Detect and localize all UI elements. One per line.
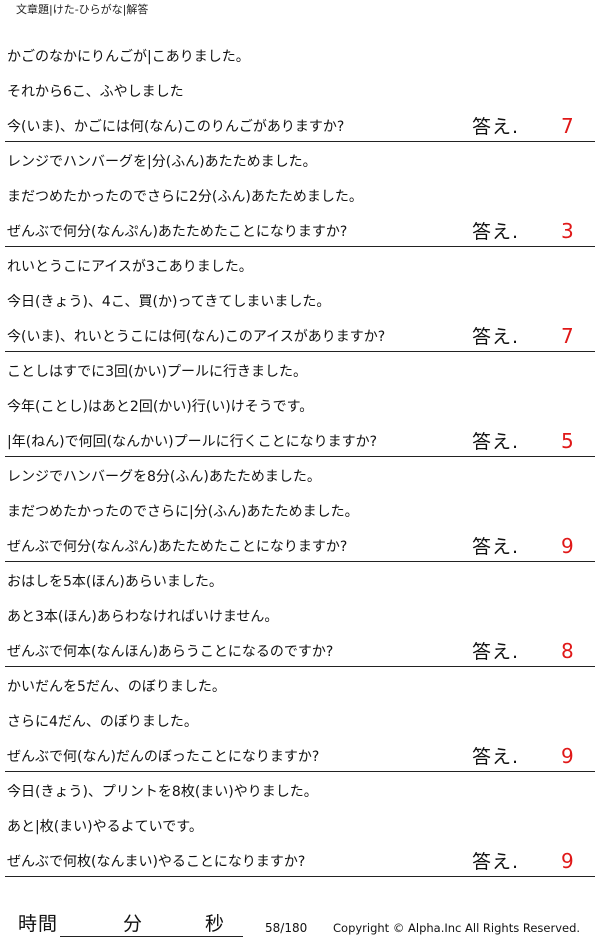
answer-value: 5 xyxy=(561,429,574,453)
divider xyxy=(5,561,595,562)
problem-question: ぜんぶで何枚(なんまい)やることになりますか? xyxy=(7,854,306,870)
problem-line: レンジでハンバーグを|分(ふん)あたためました。 xyxy=(7,154,317,170)
divider xyxy=(5,666,595,667)
worksheet-title: 文章題|けた-ひらがな|解答 xyxy=(16,3,149,16)
divider xyxy=(5,351,595,352)
problem-7: かいだんを5だん、のぼりました。 さらに4だん、のぼりました。 ぜんぶで何(なん… xyxy=(0,667,600,772)
second-label: 秒 xyxy=(205,913,225,935)
answer-value: 9 xyxy=(561,534,574,558)
problem-line: 今日(きょう)、4こ、買(か)ってきてしまいました。 xyxy=(7,294,331,310)
problem-5: レンジでハンバーグを8分(ふん)あたためました。 まだつめたかったのでさらに|分… xyxy=(0,457,600,562)
problem-question: |年(ねん)で何回(なんかい)プールに行くことになりますか? xyxy=(7,434,377,450)
problem-question: ぜんぶで何分(なんぷん)あたためたことになりますか? xyxy=(7,539,348,555)
answer-label: 答え. xyxy=(472,221,520,243)
problem-question: 今(いま)、れいとうこには何(なん)このアイスがありますか? xyxy=(7,329,386,345)
problem-line: かいだんを5だん、のぼりました。 xyxy=(7,679,226,695)
problem-line: 今年(ことし)はあと2回(かい)行(い)けそうです。 xyxy=(7,399,314,415)
divider xyxy=(5,771,595,772)
problem-2: レンジでハンバーグを|分(ふん)あたためました。 まだつめたかったのでさらに2分… xyxy=(0,142,600,247)
problem-line: ことしはすでに3回(かい)プールに行きました。 xyxy=(7,364,307,380)
divider xyxy=(5,141,595,142)
answer-label: 答え. xyxy=(472,326,520,348)
problem-line: レンジでハンバーグを8分(ふん)あたためました。 xyxy=(7,469,321,485)
problem-list: かごのなかにりんごが|こありました。 それから6こ、ふやしました 今(いま)、か… xyxy=(0,37,600,877)
footer: 時間 分 秒 58/180 Copyright © Alpha.Inc All … xyxy=(0,905,600,943)
problem-question: 今(いま)、かごには何(なん)このりんごがありますか? xyxy=(7,119,345,135)
answer-label: 答え. xyxy=(472,536,520,558)
answer-label: 答え. xyxy=(472,116,520,138)
divider xyxy=(5,456,595,457)
problem-8: 今日(きょう)、プリントを8枚(まい)やりました。 あと|枚(まい)やるよていで… xyxy=(0,772,600,877)
answer-label: 答え. xyxy=(472,431,520,453)
divider xyxy=(5,876,595,877)
problem-4: ことしはすでに3回(かい)プールに行きました。 今年(ことし)はあと2回(かい)… xyxy=(0,352,600,457)
problem-1: かごのなかにりんごが|こありました。 それから6こ、ふやしました 今(いま)、か… xyxy=(0,37,600,142)
answer-label: 答え. xyxy=(472,851,520,873)
problem-line: あと3本(ほん)あらわなければいけません。 xyxy=(7,609,279,625)
problem-line: さらに4だん、のぼりました。 xyxy=(7,714,198,730)
divider xyxy=(5,246,595,247)
problem-line: まだつめたかったのでさらに|分(ふん)あたためました。 xyxy=(7,504,359,520)
answer-value: 7 xyxy=(561,114,574,138)
problem-6: おはしを5本(ほん)あらいました。 あと3本(ほん)あらわなければいけません。 … xyxy=(0,562,600,667)
answer-label: 答え. xyxy=(472,641,520,663)
answer-value: 3 xyxy=(561,219,574,243)
answer-value: 9 xyxy=(561,849,574,873)
problem-question: ぜんぶで何本(なんほん)あらうことになるのですか? xyxy=(7,644,334,660)
answer-label: 答え. xyxy=(472,746,520,768)
problem-line: それから6こ、ふやしました xyxy=(7,84,184,100)
time-label: 時間 xyxy=(18,913,59,935)
problem-question: ぜんぶで何分(なんぷん)あたためたことになりますか? xyxy=(7,224,348,240)
time-underline xyxy=(60,936,243,937)
problem-question: ぜんぶで何(なん)だんのぼったことになりますか? xyxy=(7,749,320,765)
answer-value: 7 xyxy=(561,324,574,348)
problem-line: 今日(きょう)、プリントを8枚(まい)やりました。 xyxy=(7,784,318,800)
problem-line: おはしを5本(ほん)あらいました。 xyxy=(7,574,223,590)
minute-label: 分 xyxy=(123,913,143,935)
problem-line: かごのなかにりんごが|こありました。 xyxy=(7,49,250,65)
problem-line: まだつめたかったのでさらに2分(ふん)あたためました。 xyxy=(7,189,363,205)
problem-line: れいとうこにアイスが3こありました。 xyxy=(7,259,253,275)
answer-value: 9 xyxy=(561,744,574,768)
page-number: 58/180 xyxy=(265,921,308,935)
answer-value: 8 xyxy=(561,639,574,663)
copyright-notice: Copyright © Alpha.Inc All Rights Reserve… xyxy=(333,921,581,935)
problem-3: れいとうこにアイスが3こありました。 今日(きょう)、4こ、買(か)ってきてしま… xyxy=(0,247,600,352)
problem-line: あと|枚(まい)やるよていです。 xyxy=(7,819,203,835)
